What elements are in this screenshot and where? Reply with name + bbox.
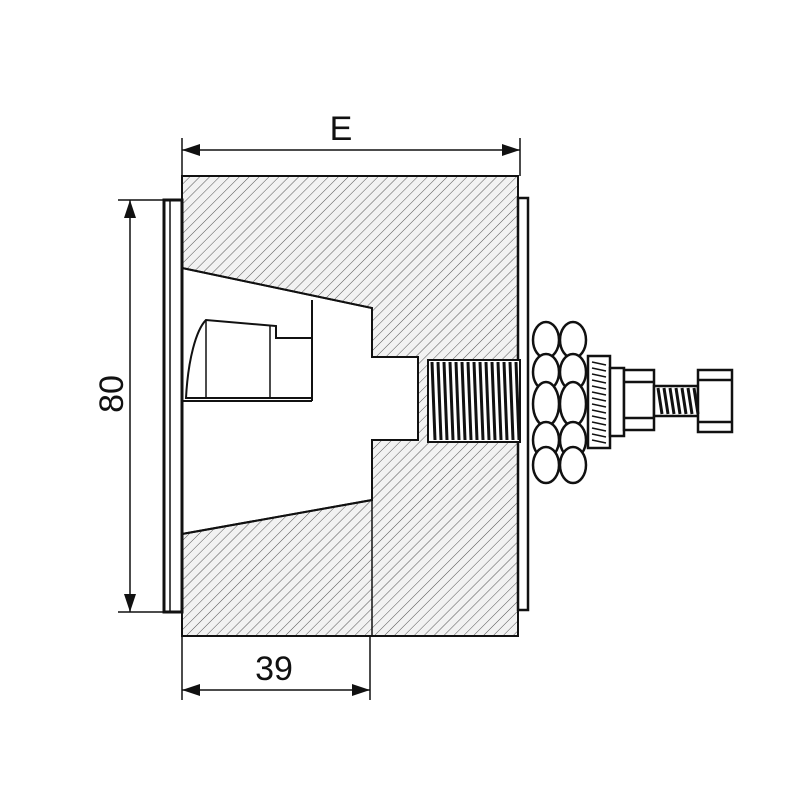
- thread-line: [591, 361, 607, 366]
- dimension-e-label: E: [330, 110, 353, 148]
- thread-line: [591, 373, 607, 378]
- thread-line: [656, 387, 664, 415]
- thread-line: [680, 387, 688, 415]
- nut-stack: [531, 320, 626, 485]
- thread-line: [674, 387, 682, 415]
- dimension-39: 39: [181, 636, 371, 700]
- thread-line: [591, 391, 607, 396]
- thread-line: [442, 361, 449, 441]
- terminal-post: [622, 368, 734, 434]
- thread-line: [472, 361, 479, 441]
- thread-line: [591, 415, 607, 420]
- thread-line: [508, 361, 515, 441]
- thread-line: [591, 409, 607, 414]
- thread-line: [460, 361, 467, 441]
- dimension-e: E: [181, 110, 521, 176]
- thread-line: [478, 361, 485, 441]
- thread-line: [591, 421, 607, 426]
- thread-line: [591, 427, 607, 432]
- thread-line: [591, 433, 607, 438]
- thread-line: [591, 379, 607, 384]
- post-thread-lines: [656, 387, 700, 415]
- thread-line: [591, 403, 607, 408]
- dimension-80: 80: [93, 199, 164, 613]
- thread-line: [496, 361, 503, 441]
- nut-thread-lines: [591, 361, 607, 444]
- thread-line: [466, 361, 473, 441]
- thread-line: [490, 361, 497, 441]
- thread-line: [454, 361, 461, 441]
- thread-line: [591, 439, 607, 444]
- thread-line: [591, 397, 607, 402]
- thread-line: [692, 387, 700, 415]
- cavity-outline: [181, 267, 418, 358]
- cavity-outline-lower: [181, 439, 418, 535]
- thread-line: [430, 361, 437, 441]
- thread-line: [686, 387, 694, 415]
- dimension-80-label: 80: [93, 375, 131, 413]
- thread-line: [502, 361, 509, 441]
- thread-line: [591, 367, 607, 372]
- thread-line: [436, 361, 443, 441]
- thread-line: [591, 385, 607, 390]
- dimension-39-label: 39: [255, 650, 293, 688]
- thread-line: [668, 387, 676, 415]
- front-flange: [162, 198, 184, 614]
- thread-line: [484, 361, 491, 441]
- thread-line: [448, 361, 455, 441]
- thread-line: [662, 387, 670, 415]
- threaded-stud: [427, 359, 521, 443]
- thread-line: [514, 361, 521, 441]
- insert-part: [184, 318, 313, 399]
